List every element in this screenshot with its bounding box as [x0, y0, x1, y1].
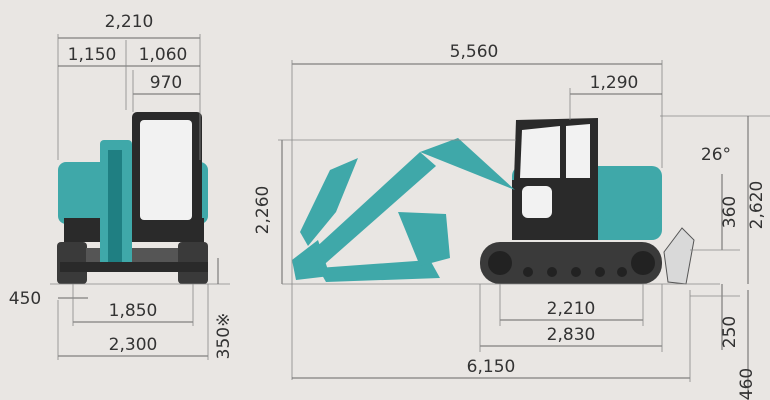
- side-cab-window-rear: [566, 124, 590, 178]
- dim-rear-swing: 1,290: [590, 73, 639, 93]
- dim-blade-width: 2,300: [109, 335, 158, 355]
- dim-blade-angle: 26°: [701, 145, 731, 165]
- dim-blade-drop: 250: [720, 316, 740, 348]
- dim-blade-height: 460: [737, 368, 757, 400]
- dim-cab-width: 970: [150, 73, 182, 93]
- engine-hood: [598, 168, 662, 220]
- dim-cab-height: 2,620: [747, 181, 767, 230]
- dim-overall-length-upper: 5,560: [450, 42, 499, 62]
- dim-right-half: 1,060: [139, 45, 188, 65]
- side-view-dimensions: 5,560 1,290 2,260 2,210 2,830 6,150 26° …: [253, 42, 770, 400]
- bucket-curled: [398, 212, 450, 266]
- dim-tumbler-distance: 2,210: [547, 299, 596, 319]
- dim-track-gauge: 1,850: [109, 301, 158, 321]
- dim-overall-height: 2,260: [253, 186, 273, 235]
- dim-left-half: 1,150: [68, 45, 117, 65]
- front-cab-glass: [140, 120, 192, 220]
- front-boom-cylinder: [108, 150, 122, 270]
- dim-overall-width: 2,210: [105, 12, 154, 32]
- front-view-dimensions: 2,210 1,150 1,060 970 450 1,850 2,300 35…: [9, 12, 234, 360]
- dim-track-length: 2,830: [547, 325, 596, 345]
- dim-transport-length: 6,150: [467, 357, 516, 377]
- dim-shoe-width: 450: [9, 289, 41, 309]
- front-blade: [60, 262, 208, 272]
- side-cab-window-low: [522, 186, 552, 218]
- arm-lowered: [318, 260, 440, 282]
- dim-ground-clearance: 350※: [214, 313, 234, 360]
- boom-lower: [300, 152, 436, 270]
- side-cab-window-front: [520, 126, 560, 178]
- dim-blade-lift: 360: [720, 196, 740, 228]
- track-rollers: [488, 251, 655, 277]
- side-view-machine: [292, 118, 695, 285]
- boom-upper: [420, 138, 515, 190]
- side-blade: [663, 227, 695, 285]
- front-view-machine: [57, 112, 208, 284]
- arm-raised: [300, 158, 358, 246]
